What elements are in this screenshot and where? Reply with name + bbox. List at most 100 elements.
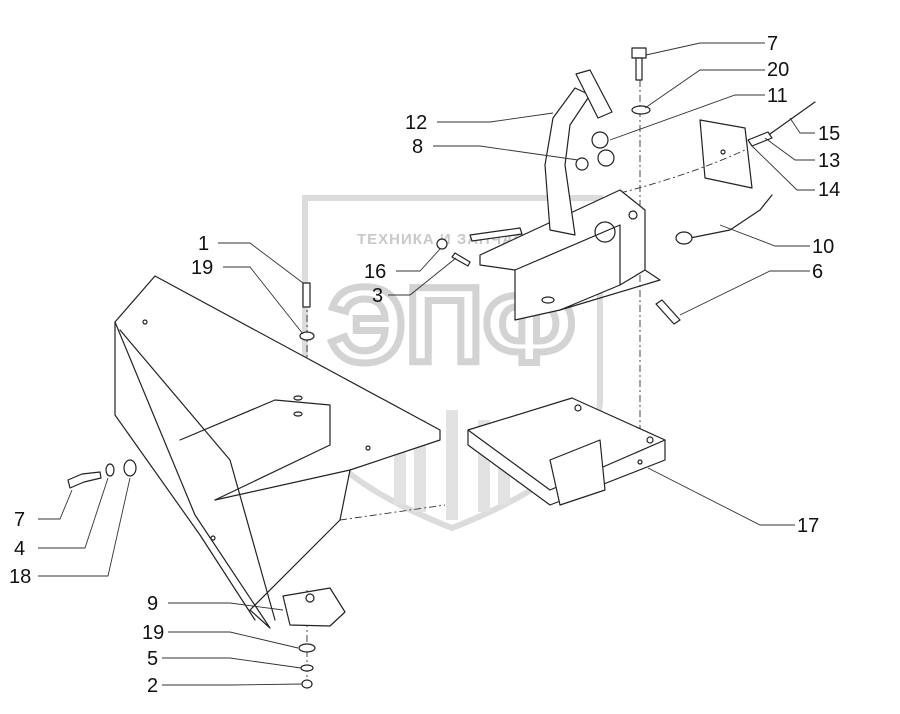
bolt-16-head <box>436 238 448 250</box>
axis-line-bottom <box>339 504 446 521</box>
connector-13 <box>747 131 773 147</box>
pedal-bracket-slot <box>541 296 555 304</box>
leader-14 <box>751 145 815 191</box>
leader-7b <box>38 489 73 520</box>
leader-16 <box>396 248 441 272</box>
guard-panel-fold <box>119 329 276 621</box>
washer-19-bottom <box>298 643 316 653</box>
callout-14: 14 <box>818 179 840 201</box>
callout-13: 13 <box>818 150 840 172</box>
callout-16: 16 <box>364 261 386 283</box>
leader-19b <box>168 631 299 649</box>
left-fasteners <box>67 282 315 489</box>
bracket-17-fold <box>467 429 666 491</box>
callout-17: 17 <box>797 515 819 537</box>
leader-8 <box>433 145 579 161</box>
wire-15 <box>769 101 816 135</box>
washer-19-top <box>299 331 315 341</box>
guard-panel-hole <box>142 319 148 325</box>
bolt-7-top-head <box>631 47 647 59</box>
pedal-pad <box>575 69 613 119</box>
callout-9: 9 <box>147 593 158 615</box>
callout-7b: 7 <box>14 509 25 531</box>
callout-1: 1 <box>198 233 209 255</box>
leader-4 <box>38 477 109 549</box>
leader-13 <box>764 137 815 161</box>
guard-panel-slot <box>293 395 303 401</box>
bolt-3 <box>451 252 471 267</box>
callout-2: 2 <box>147 675 158 697</box>
pedal-bracket-hole <box>628 210 638 220</box>
leader-10 <box>719 224 810 247</box>
callout-7a: 7 <box>767 33 778 55</box>
nut-8b <box>575 157 589 171</box>
watermark-wheat <box>394 410 510 520</box>
nut-8 <box>597 149 615 167</box>
leader-17 <box>647 467 795 526</box>
bolt-1 <box>302 282 311 308</box>
lockwasher-4 <box>105 463 115 477</box>
bracket-17-plate <box>467 397 666 506</box>
guard-panel-step <box>179 399 331 501</box>
washer-5 <box>300 664 314 672</box>
callout-labels: 7 20 11 12 15 8 13 14 1 10 19 16 6 3 17 … <box>9 33 840 697</box>
bolt-6 <box>655 299 681 325</box>
leader-1 <box>218 242 304 284</box>
callout-4: 4 <box>14 538 25 560</box>
bracket-17-hole <box>637 459 643 465</box>
leader-12 <box>437 112 554 123</box>
bolt-7-top-shank <box>635 57 643 81</box>
guard-panel-edge <box>114 321 256 621</box>
nut-2 <box>301 679 313 689</box>
pedal-bracket-base <box>559 269 661 311</box>
guard-panel-crease <box>214 469 351 501</box>
guard-panel-hole <box>210 535 216 541</box>
leader-6 <box>679 270 810 316</box>
bracket-17-tabs <box>549 439 606 506</box>
guard-panel-outline <box>114 275 441 629</box>
leader-18 <box>38 477 131 577</box>
switch-assembly <box>282 587 346 689</box>
bolt-7-left <box>67 471 102 489</box>
leader-19a <box>223 266 304 335</box>
guard-panel-slot <box>293 411 303 417</box>
pedal-assembly <box>436 69 661 321</box>
callout-12: 12 <box>405 112 427 134</box>
callout-8: 8 <box>412 136 423 158</box>
leader-20 <box>644 69 765 109</box>
guard-panel <box>114 275 441 629</box>
callout-11: 11 <box>767 85 788 107</box>
washer-11-top <box>591 131 609 149</box>
callout-19b: 19 <box>142 622 164 644</box>
leader-5 <box>162 657 302 669</box>
callout-10: 10 <box>812 236 834 258</box>
leader-15 <box>789 117 815 134</box>
washer-20 <box>631 105 651 115</box>
pedal-axle <box>469 227 523 242</box>
axis-line-cable <box>619 149 746 194</box>
callout-18: 18 <box>9 566 31 588</box>
callout-20: 20 <box>767 59 789 81</box>
leader-lines <box>38 42 815 686</box>
bracket-17-hole <box>574 404 582 412</box>
leader-3 <box>388 257 457 296</box>
cable-10 <box>689 194 773 239</box>
washer-18 <box>123 459 137 477</box>
pedal-bracket-fold <box>514 224 621 286</box>
cable-10-eye <box>675 231 693 245</box>
top-fasteners <box>631 47 651 115</box>
callout-5: 5 <box>147 648 158 670</box>
plate-14 <box>699 119 753 189</box>
callout-19a: 19 <box>191 257 213 279</box>
callout-3: 3 <box>372 285 383 307</box>
pedal-bracket-hole <box>594 221 616 243</box>
callout-15: 15 <box>818 123 840 145</box>
leader-11 <box>609 94 765 141</box>
guard-panel-hole <box>365 445 371 451</box>
leader-9 <box>168 602 284 611</box>
switch-9-screw <box>305 593 315 603</box>
cable-assembly <box>655 101 816 325</box>
leader-7a <box>645 42 765 56</box>
